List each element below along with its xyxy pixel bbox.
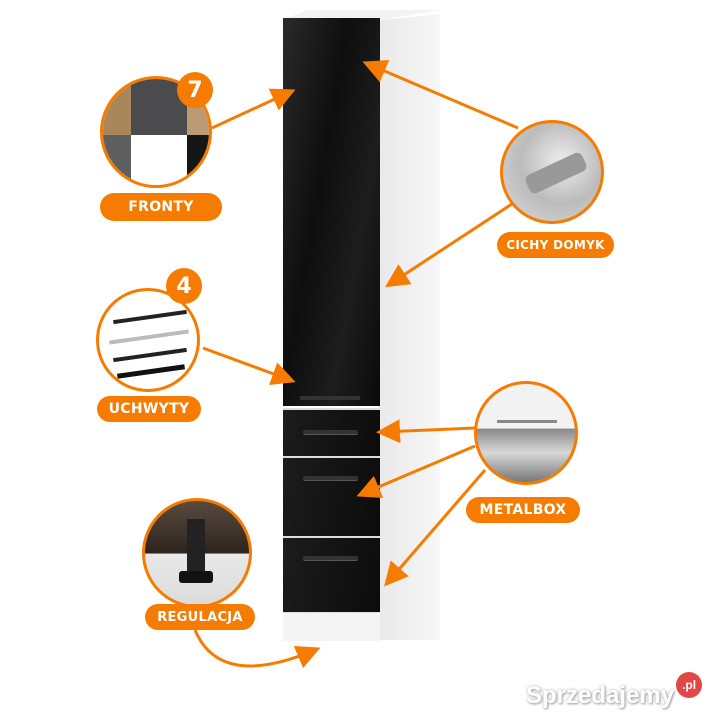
door-handle (300, 396, 360, 400)
uchwyty-label: UCHWYTY (97, 396, 201, 422)
handles-image-circle (96, 288, 200, 392)
arrow-fronty (211, 88, 296, 130)
arrow-metalbox-3 (384, 469, 487, 587)
hinge-image-circle (500, 120, 604, 224)
fronty-label: FRONTY (100, 193, 222, 221)
cichy-domyk-label: CICHY DOMYK (497, 232, 614, 258)
fronty-count-badge: 7 (177, 72, 213, 108)
uchwyty-count-badge: 4 (166, 268, 202, 304)
arrow-uchwyty (202, 346, 296, 386)
watermark-domain-badge: .pl (676, 672, 703, 698)
drawer-3 (283, 536, 380, 614)
arrow-hinge-bottom (384, 198, 519, 288)
arrow-metalbox-2 (356, 444, 476, 499)
watermark-logo: Sprzedajemy.pl (526, 672, 703, 710)
cabinet-top (283, 10, 440, 20)
regulacja-label: REGULACJA (145, 604, 255, 630)
cabinet-plinth (283, 612, 380, 641)
metalbox-image-circle (474, 381, 578, 485)
cabinet-door (283, 18, 380, 406)
arrow-regulacja (193, 629, 321, 669)
drawer-1 (283, 408, 380, 456)
metalbox-label: METALBOX (466, 497, 580, 523)
watermark-name: Sprzedajemy (526, 682, 675, 709)
arrow-metalbox-1 (376, 419, 476, 444)
arrow-hinge-top (362, 60, 519, 130)
leg-adjust-image-circle (142, 498, 252, 608)
